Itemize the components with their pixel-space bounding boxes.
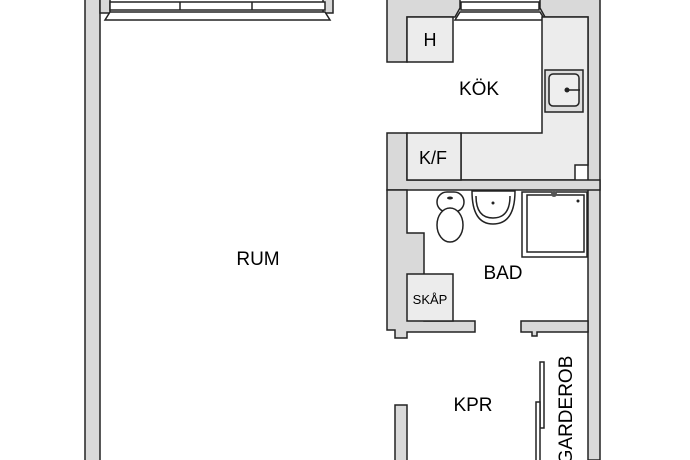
- left-wall: [84, 0, 101, 460]
- label-rum: RUM: [236, 249, 279, 270]
- window-kok: [453, 1, 547, 21]
- label-kf: K/F: [419, 148, 447, 168]
- toilet-icon: [436, 191, 465, 243]
- label-kpr: KPR: [453, 395, 492, 416]
- kitchen-sink-icon: [544, 69, 584, 113]
- hall-cabinet: [406, 16, 454, 63]
- skap-cabinet: [406, 273, 454, 322]
- window-rum: [99, 0, 334, 21]
- bath-bottom-right-wall: [520, 320, 589, 337]
- label-garderob: GARDEROB: [556, 356, 577, 460]
- wardrobe-sliding-doors: [535, 361, 545, 460]
- label-skap: SKÅP: [413, 292, 448, 307]
- label-bad: BAD: [483, 263, 522, 284]
- hall-left-wall: [394, 404, 408, 460]
- fridge-freezer: [406, 132, 462, 181]
- washbasin-icon: [471, 190, 516, 225]
- label-kok: KÖK: [459, 79, 499, 100]
- shower-icon: [521, 191, 588, 258]
- right-wall: [539, 0, 601, 460]
- label-h: H: [424, 30, 437, 50]
